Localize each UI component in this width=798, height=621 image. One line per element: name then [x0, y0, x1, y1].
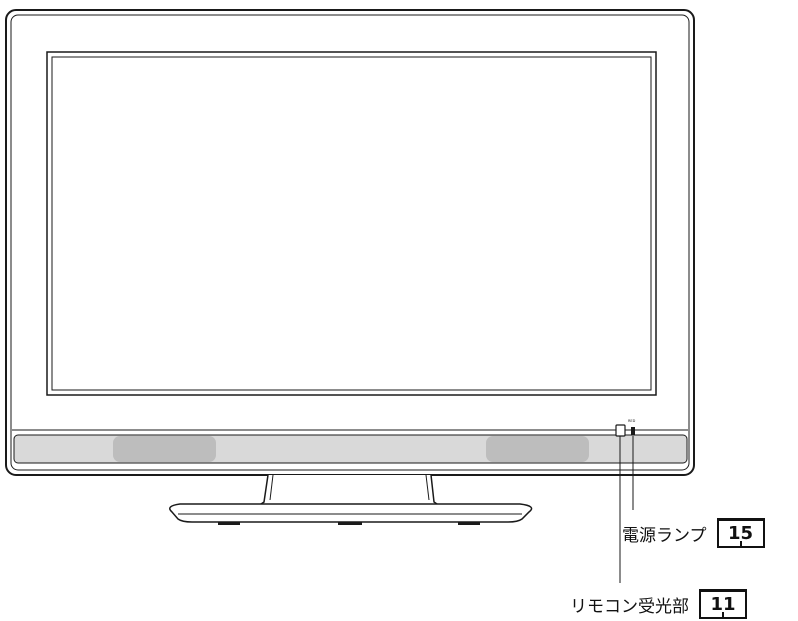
power-lamp: [631, 427, 635, 435]
stand-neck-inner-left: [269, 474, 274, 501]
stand-feet: [218, 522, 480, 525]
stand-foot: [218, 522, 240, 525]
remote-sensor-label: リモコン受光部: [570, 596, 689, 617]
power-lamp-label: 電源ランプ: [622, 525, 707, 546]
power-lamp-callout: 電源ランプ 15: [622, 518, 765, 548]
stand-neck: [255, 474, 443, 507]
tv-cabinet-inner-edge: [10, 14, 690, 471]
front-panel-tiny-text: RED: [628, 419, 636, 423]
remote-sensor-page-ref: 11: [710, 594, 736, 615]
speaker-grille-right: [486, 436, 589, 462]
stand-neck-inner-right: [425, 474, 430, 501]
book-page-icon: 15: [716, 518, 765, 548]
remote-sensor-callout: リモコン受光部 11: [570, 589, 747, 619]
remote-sensor-window: [615, 424, 626, 437]
power-lamp-page-ref: 15: [727, 523, 754, 544]
stand-base: [169, 503, 533, 523]
screen: [51, 56, 652, 391]
book-page-icon: 11: [699, 589, 747, 619]
speaker-grille-left: [113, 436, 216, 462]
stand-foot: [458, 522, 480, 525]
stand-foot: [338, 522, 362, 525]
